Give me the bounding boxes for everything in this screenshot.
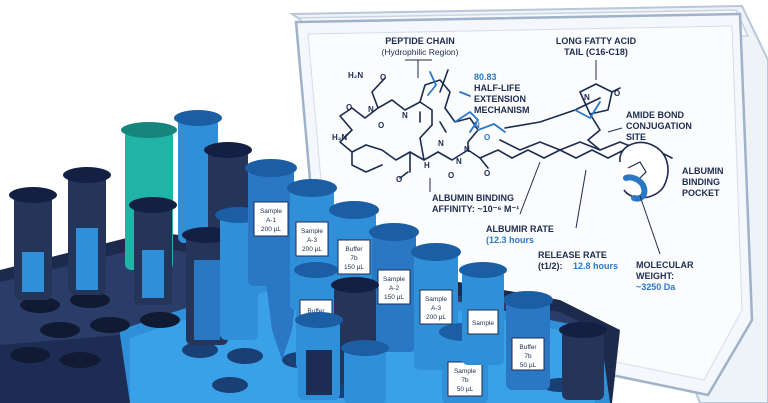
- atom-o-low2: O: [448, 171, 454, 180]
- text-labels: PEPTIDE CHAIN (Hydrophilic Region) 80.83…: [381, 36, 723, 292]
- atom-o3: O: [378, 121, 384, 130]
- pocket-line2: BINDING: [682, 177, 720, 187]
- tube-6-line1: Sample: [454, 368, 476, 375]
- atom-n-conj: N: [464, 145, 470, 154]
- albumir-rate-line2: (12.3 hours: [486, 235, 534, 245]
- amide-line3: SITE: [626, 132, 646, 142]
- molecule-structure: [339, 69, 673, 179]
- tube-labeled-7: Buffer 7b 50 μL: [503, 291, 553, 390]
- half-life-value: 80.83: [474, 72, 497, 82]
- pocket-line3: POCKET: [682, 188, 720, 198]
- tube-labeled-8: Sample: [459, 262, 507, 365]
- tube-labeled-3: Sample A-2 150 μL: [369, 223, 419, 352]
- atom-o2: O: [346, 103, 352, 112]
- tube-front-dark: [559, 322, 607, 400]
- atom-n-low: N: [456, 157, 462, 166]
- release-rate-line2: (t1/2):: [538, 261, 563, 271]
- pocket-line1: ALBUMIN: [682, 166, 724, 176]
- tube-5-line1: Buffer: [307, 308, 325, 315]
- peptide-title: PEPTIDE CHAIN: [385, 36, 455, 46]
- atom-n-blue: N: [474, 121, 480, 130]
- tube-3-line2: A-2: [389, 285, 400, 292]
- half-life-line1: HALF-LIFE: [474, 83, 521, 93]
- atom-n-mid: N: [368, 105, 374, 114]
- atom-n-h1: N: [402, 111, 408, 120]
- tube: [9, 187, 57, 300]
- tube-3-line3: 150 μL: [384, 294, 404, 301]
- tube-1-line2: A-3: [307, 237, 318, 244]
- atom-h2n-left: H₂N: [332, 133, 347, 142]
- tube-7-line3: 50 μL: [520, 362, 537, 369]
- mol-weight-value: ~3250 Da: [636, 282, 676, 292]
- atom-h2n-top: H₂N: [348, 71, 363, 80]
- atom-n-h2: N: [438, 139, 444, 148]
- tube-1-line1: Sample: [301, 228, 323, 235]
- tube-3-line1: Sample: [383, 276, 405, 283]
- binding-pocket-icon: [619, 141, 669, 202]
- albumir-rate-line1: ALBUMIR RATE: [486, 224, 554, 234]
- amide-line2: CONJUGATION: [626, 121, 692, 131]
- atom-h-low: H: [424, 161, 430, 170]
- tube-group: Sample A-1 200 μL Sample A-3 200 μL Buff…: [9, 110, 607, 403]
- tube-front: [341, 340, 389, 403]
- tube: [129, 197, 177, 305]
- release-rate-value: 12.8 hours: [573, 261, 618, 271]
- affinity-line2: AFFINITY: ~10⁻⁶ M⁻¹: [432, 204, 519, 214]
- tube-labeled-0: Sample A-1 200 μL: [245, 159, 297, 286]
- tube-plain: [295, 312, 343, 400]
- release-rate-line1: RELEASE RATE: [538, 250, 607, 260]
- mol-weight-line1: MOLECULAR: [636, 260, 694, 270]
- leader-lines: [405, 59, 661, 255]
- peptide-subtitle: (Hydrophilic Region): [381, 47, 458, 57]
- mol-weight-line2: WEIGHT:: [636, 271, 674, 281]
- fatty-acid-line1: LONG FATTY ACID: [556, 36, 637, 46]
- tube-2-line2: 7b: [350, 255, 358, 262]
- atom-o-conj: O: [484, 169, 490, 178]
- tube-6-line3: 50 μL: [457, 386, 474, 393]
- atom-n-fatty: N: [584, 93, 590, 102]
- tube-4-line3: 200 μL: [426, 314, 446, 321]
- tube-0-line3: 200 μL: [261, 226, 281, 233]
- fatty-acid-line2: TAIL (C16-C18): [564, 47, 628, 57]
- tube-6-line2: 7b: [461, 377, 469, 384]
- amide-line1: AMIDE BOND: [626, 110, 684, 120]
- tube-4-line1: Sample: [425, 296, 447, 303]
- tube: [182, 227, 232, 345]
- atom-o-blue: O: [484, 133, 490, 142]
- tube-0-line1: Sample: [260, 208, 282, 215]
- tube-1-line3: 200 μL: [302, 246, 322, 253]
- atom-labels: H₂N N O O O H₂N N N H N O O N O N O N O: [332, 71, 620, 184]
- atom-o-fatty: O: [614, 89, 620, 98]
- tube-2-line1: Buffer: [345, 246, 363, 253]
- half-life-line3: MECHANISM: [474, 105, 530, 115]
- atom-o-low: O: [396, 175, 402, 184]
- tube-8-line1: Sample: [472, 320, 494, 327]
- atom-o-top: O: [380, 73, 386, 82]
- tube-7-line1: Buffer: [519, 344, 537, 351]
- tube: [63, 167, 111, 295]
- half-life-line2: EXTENSION: [474, 94, 526, 104]
- tube-4-line2: A-3: [431, 305, 442, 312]
- affinity-line1: ALBUMIN BINDING: [432, 193, 514, 203]
- tube-7-line2: 7b: [524, 353, 532, 360]
- tube-2-line3: 150 μL: [344, 264, 364, 271]
- tube-0-line2: A-1: [266, 217, 277, 224]
